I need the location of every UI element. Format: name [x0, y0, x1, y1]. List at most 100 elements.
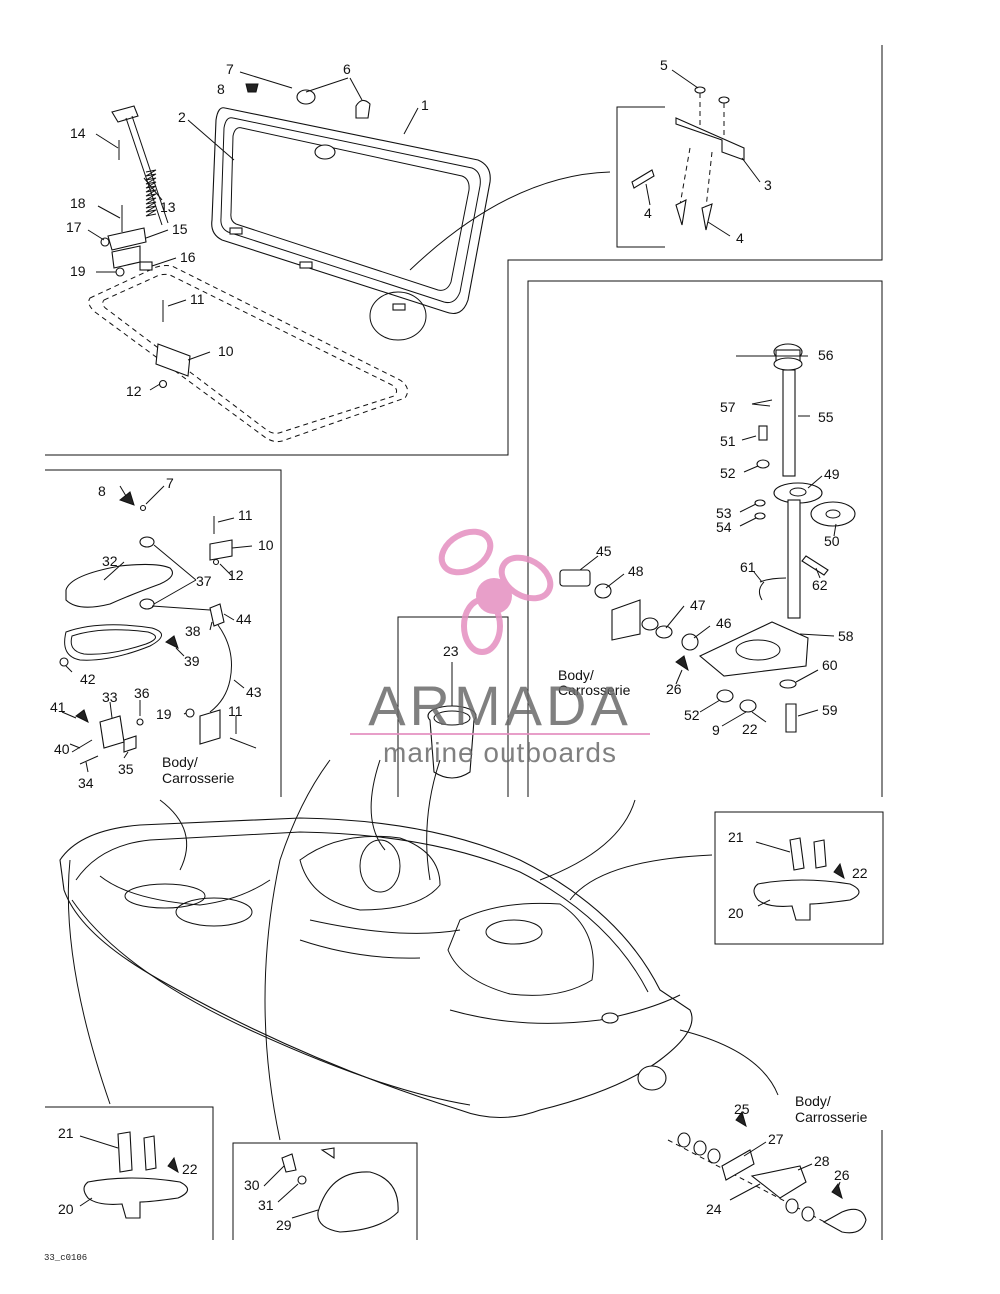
callout-28: 28 [814, 1153, 830, 1169]
watermark-brand: ARMADA [368, 674, 632, 737]
callout-41: 41 [50, 699, 66, 715]
callout-56: 56 [818, 347, 834, 363]
callout-19b: 19 [156, 706, 172, 722]
callout-26b: 26 [834, 1167, 850, 1183]
callout-39: 39 [184, 653, 200, 669]
callout-35: 35 [118, 761, 134, 777]
callout-43: 43 [246, 684, 262, 700]
callout-30: 30 [244, 1177, 260, 1193]
callout-leaders [61, 69, 841, 1219]
callout-29: 29 [276, 1217, 292, 1233]
propeller-logo-icon [438, 528, 554, 655]
callout-40: 40 [54, 741, 70, 757]
callout-61: 61 [740, 559, 756, 575]
callout-9: 9 [712, 722, 720, 738]
body-label-line2: Carrosserie [558, 682, 631, 698]
callout-22: 22 [742, 721, 758, 737]
callout-22b: 22 [182, 1161, 198, 1177]
callout-11b: 11 [238, 507, 253, 523]
callout-17: 17 [66, 219, 82, 235]
callout-57: 57 [720, 399, 736, 415]
watermark: ARMADA marine outboards [350, 528, 650, 768]
callout-44: 44 [236, 611, 252, 627]
callout-47: 47 [690, 597, 706, 613]
callout-52b: 52 [684, 707, 700, 723]
callout-12b: 12 [228, 567, 244, 583]
callout-19: 19 [70, 263, 86, 279]
callout-52: 52 [720, 465, 736, 481]
callout-labels: 1 2 7 8 6 5 3 4 4 14 13 18 17 15 16 19 1… [50, 57, 868, 1233]
callout-10b: 10 [258, 537, 274, 553]
callout-21a: 21 [728, 829, 744, 845]
body-label-line1: Body/ [162, 754, 198, 770]
callout-20b: 20 [58, 1201, 74, 1217]
tow-eye-parts [667, 1110, 867, 1234]
cleat-parts-right [753, 837, 860, 921]
body-labels: Body/ Carrosserie Body/ Carrosserie Body… [162, 667, 868, 1125]
callout-53: 53 [716, 505, 732, 521]
body-label-line1: Body/ [795, 1093, 831, 1109]
callout-1: 1 [421, 97, 429, 113]
callout-16: 16 [180, 249, 196, 265]
callout-13: 13 [160, 199, 176, 215]
callout-34: 34 [78, 775, 94, 791]
callout-50: 50 [824, 533, 840, 549]
callout-10: 10 [218, 343, 234, 359]
callout-55: 55 [818, 409, 834, 425]
callout-31: 31 [258, 1197, 274, 1213]
boat-hull [59, 817, 693, 1119]
panel-frames [45, 45, 884, 1240]
hinge-bracket-parts [631, 86, 745, 231]
callout-15: 15 [172, 221, 188, 237]
callout-11: 11 [190, 291, 205, 307]
callout-33: 33 [102, 689, 118, 705]
callout-25: 25 [734, 1101, 750, 1117]
callout-18: 18 [70, 195, 86, 211]
callout-49: 49 [824, 466, 840, 482]
callout-58: 58 [838, 628, 854, 644]
callout-59: 59 [822, 702, 838, 718]
callout-37: 37 [196, 573, 212, 589]
glovebox-lid-parts [59, 491, 257, 765]
callout-24: 24 [706, 1201, 722, 1217]
callout-6: 6 [343, 61, 351, 77]
hinge-support-parts [100, 105, 191, 389]
callout-20a: 20 [728, 905, 744, 921]
callout-12: 12 [126, 383, 142, 399]
callout-8: 8 [217, 81, 225, 97]
leader-curves [67, 759, 779, 1141]
callout-60: 60 [822, 657, 838, 673]
callout-23: 23 [443, 643, 459, 659]
callout-22a: 22 [852, 865, 868, 881]
watermark-tagline: marine outboards [383, 737, 617, 768]
hatch-cover-assembly [88, 79, 611, 443]
callout-38: 38 [185, 623, 201, 639]
callout-11c: 11 [228, 703, 243, 719]
body-label-line2: Carrosserie [162, 770, 235, 786]
callout-5: 5 [660, 57, 668, 73]
callout-2: 2 [178, 109, 186, 125]
cleat-parts-left [83, 1131, 189, 1219]
callout-14: 14 [70, 125, 86, 141]
callout-51: 51 [720, 433, 736, 449]
body-label-line1: Body/ [558, 667, 594, 683]
steering-column-parts [559, 343, 856, 733]
callout-32: 32 [102, 553, 118, 569]
callout-45: 45 [596, 543, 612, 559]
callout-26: 26 [666, 681, 682, 697]
callout-42: 42 [80, 671, 96, 687]
callout-8b: 8 [98, 483, 106, 499]
callout-48: 48 [628, 563, 644, 579]
body-label-line2: Carrosserie [795, 1109, 868, 1125]
callout-62: 62 [812, 577, 828, 593]
callout-4a: 4 [644, 205, 652, 221]
callout-7: 7 [226, 61, 234, 77]
callout-4b: 4 [736, 230, 744, 246]
callout-27: 27 [768, 1131, 784, 1147]
callout-36: 36 [134, 685, 150, 701]
callout-46: 46 [716, 615, 732, 631]
callout-54: 54 [716, 519, 732, 535]
callout-7b: 7 [166, 475, 174, 491]
callout-3: 3 [764, 177, 772, 193]
